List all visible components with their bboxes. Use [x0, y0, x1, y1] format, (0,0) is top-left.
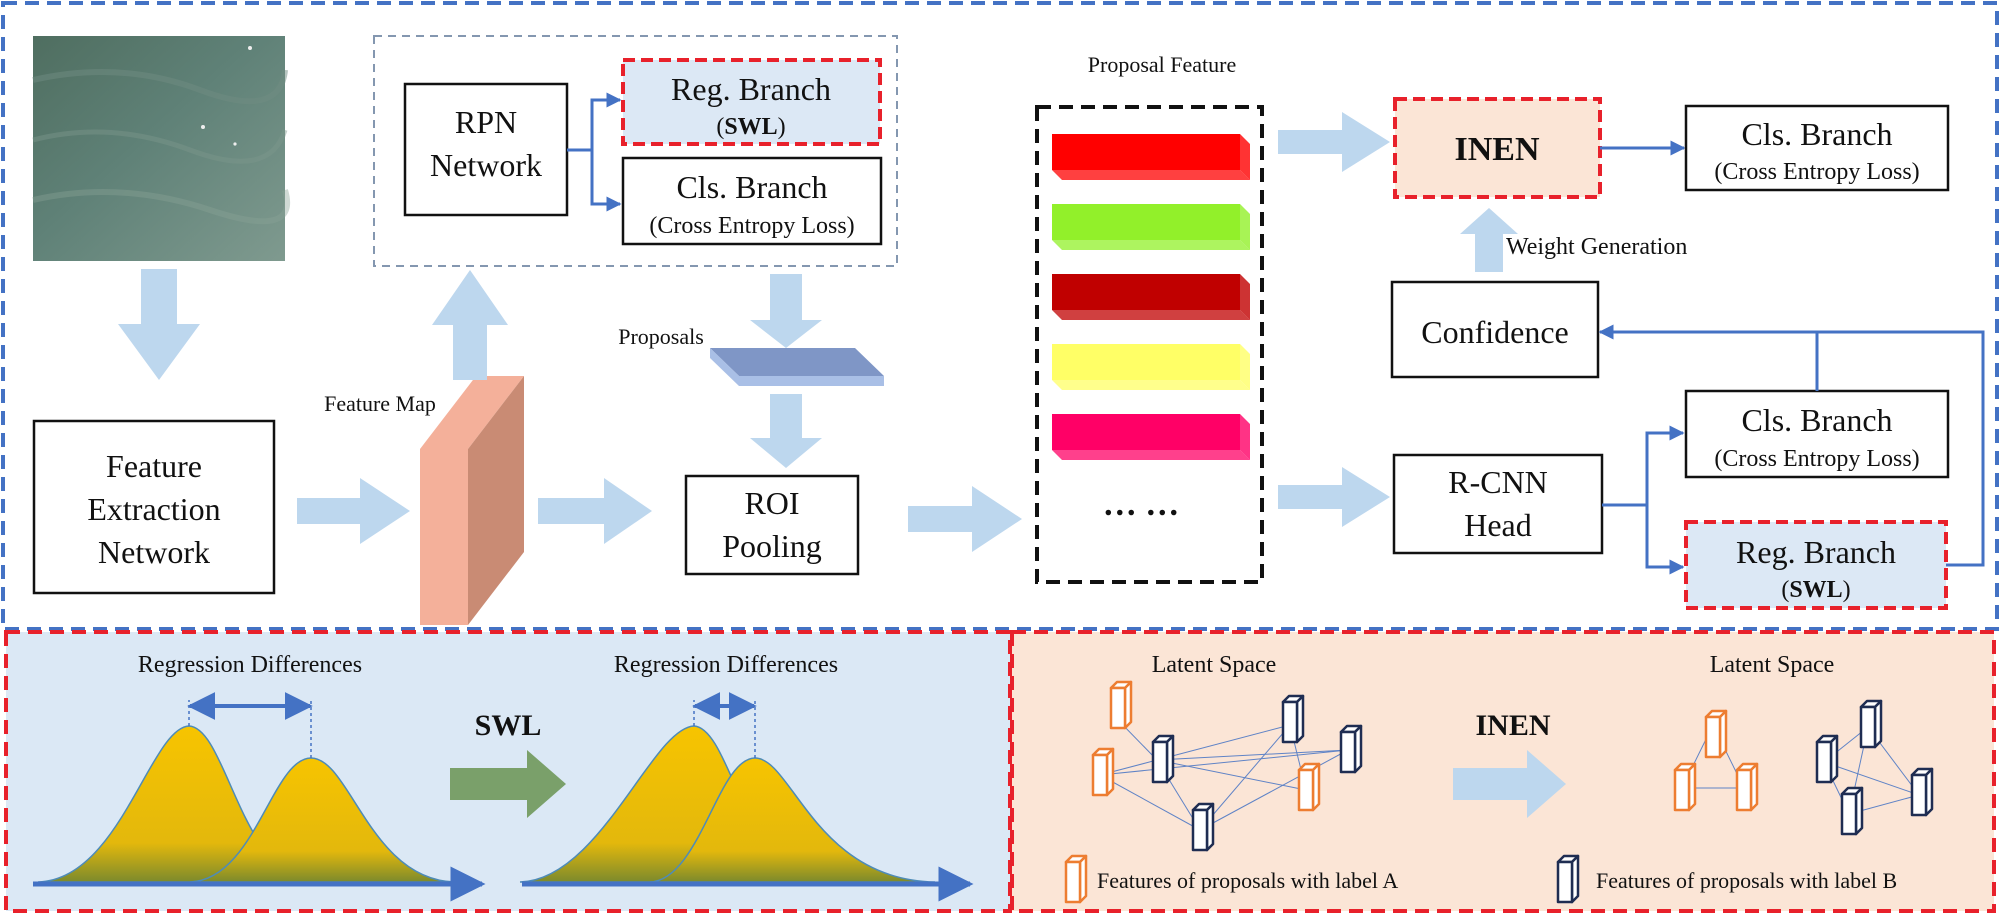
- legend-cube-b: [1556, 854, 1580, 904]
- swl-left-title: Regression Differences: [138, 652, 362, 678]
- reg-to-confidence-line: [1598, 324, 1985, 567]
- gaussians-before: [33, 692, 486, 902]
- latent-after-points: [1673, 699, 1934, 836]
- rcnn-reg-branch-box: [1684, 520, 1948, 610]
- weight-generation-label: Weight Generation: [1506, 234, 1687, 260]
- rpn-cls-branch-title: Cls. Branch: [676, 169, 827, 205]
- legend-label-a-icon: [1064, 854, 1088, 904]
- roi-pooling-box: [684, 474, 860, 576]
- plate-down-arrow: [750, 394, 822, 468]
- feature-map-block: [420, 376, 524, 625]
- top-cls-branch-title: Cls. Branch: [1741, 116, 1892, 152]
- latent-point-a: [1297, 762, 1321, 812]
- swl-right-title: Regression Differences: [614, 652, 838, 678]
- top-cls-branch-box: [1684, 104, 1950, 192]
- rcnn-reg-branch-loss: (SWL): [1781, 577, 1850, 603]
- inen-right-title: Latent Space: [1710, 652, 1835, 678]
- proposals-plate: [710, 348, 884, 386]
- rpn-line1: RPN: [455, 104, 517, 140]
- inen-box-label: INEN: [1454, 131, 1539, 168]
- rcnn-cls-branch-loss: (Cross Entropy Loss): [1714, 446, 1919, 472]
- latent-point-a: [1109, 680, 1133, 730]
- latent-point-a: [1704, 709, 1728, 759]
- inen-box: [1393, 97, 1602, 199]
- rpn-connector: [567, 98, 620, 204]
- rcnn-line2: Head: [1464, 507, 1532, 543]
- feature-extraction-line1: Feature: [106, 448, 202, 484]
- image-down-arrow: [118, 269, 200, 380]
- latent-point-b: [1815, 734, 1839, 784]
- rpn-region: [373, 35, 898, 267]
- roi-line2: Pooling: [722, 528, 822, 564]
- proposal-feature-label: Proposal Feature: [1088, 52, 1236, 77]
- feature-extraction-line3: Network: [98, 534, 210, 570]
- rcnn-reg-branch-title: Reg. Branch: [1736, 534, 1896, 570]
- latent-before-points: [1091, 680, 1363, 852]
- proposal-ellipsis: … …: [1103, 486, 1180, 523]
- weight-generation-arrow: [1460, 208, 1518, 272]
- latent-point-b: [1859, 699, 1883, 749]
- latent-point-b: [1191, 802, 1215, 852]
- fen-to-map-arrow: [297, 478, 410, 544]
- rcnn-to-reg-connector: [1645, 505, 1685, 575]
- gaussians-after: [519, 692, 974, 902]
- rcnn-line1: R-CNN: [1448, 464, 1548, 500]
- input-image: [32, 36, 291, 261]
- swl-green-arrow: [450, 750, 566, 818]
- proposal-feature-bar: [1052, 134, 1250, 180]
- proposals-label: Proposals: [618, 324, 704, 349]
- rpn-cls-branch-loss: (Cross Entropy Loss): [649, 213, 854, 239]
- confidence-box: [1390, 280, 1600, 379]
- roi-line1: ROI: [744, 485, 799, 521]
- swl-method-label: SWL: [475, 709, 542, 742]
- confidence-label: Confidence: [1421, 314, 1569, 350]
- rpn-network-box: [403, 82, 569, 217]
- legend-cube-a: [1064, 854, 1088, 904]
- rpn-line2: Network: [430, 147, 542, 183]
- rcnn-cls-branch-title: Cls. Branch: [1741, 402, 1892, 438]
- latent-point-b: [1840, 786, 1864, 836]
- latent-point-b: [1281, 694, 1305, 744]
- latent-point-b: [1151, 734, 1175, 784]
- legend-label-b-icon: [1556, 854, 1580, 904]
- inen-blue-arrow: [1453, 750, 1566, 818]
- proposal-feature-bar: [1052, 204, 1250, 250]
- legend-label-a: Features of proposals with label A: [1097, 868, 1398, 893]
- proposal-feature-bar: [1052, 274, 1250, 320]
- map-to-roi-arrow: [538, 478, 652, 544]
- rpn-reg-branch-box: [621, 58, 882, 146]
- proposal-feature-bar: [1052, 414, 1250, 460]
- rpn-reg-branch-title: Reg. Branch: [671, 71, 831, 107]
- latent-point-b: [1339, 724, 1363, 774]
- feature-extraction-line2: Extraction: [87, 491, 220, 527]
- inen-method-label: INEN: [1475, 709, 1550, 742]
- top-cls-branch-loss: (Cross Entropy Loss): [1714, 159, 1919, 185]
- feature-extraction-box: [32, 419, 276, 595]
- latent-point-b: [1910, 767, 1934, 817]
- proposal-feature-bar: [1052, 344, 1250, 390]
- feature-map-label: Feature Map: [324, 391, 436, 416]
- features-to-rcnn-arrow: [1278, 467, 1390, 527]
- latent-point-a: [1673, 762, 1697, 812]
- features-to-inen-arrow: [1278, 112, 1390, 172]
- rcnn-to-cls-connector: [1602, 425, 1685, 507]
- inen-left-title: Latent Space: [1152, 652, 1277, 678]
- rpn-reg-branch-loss: (SWL): [716, 114, 785, 140]
- proposal-feature-bars: [1052, 134, 1250, 460]
- map-up-arrow: [432, 270, 508, 380]
- rpn-cls-branch-box: [621, 156, 883, 246]
- legend-label-b: Features of proposals with label B: [1596, 868, 1897, 893]
- main-frame: [1, 1, 1999, 631]
- latent-point-a: [1735, 762, 1759, 812]
- latent-point-a: [1091, 747, 1115, 797]
- rpn-down-arrow: [750, 274, 822, 348]
- roi-to-proposals-arrow: [908, 486, 1022, 552]
